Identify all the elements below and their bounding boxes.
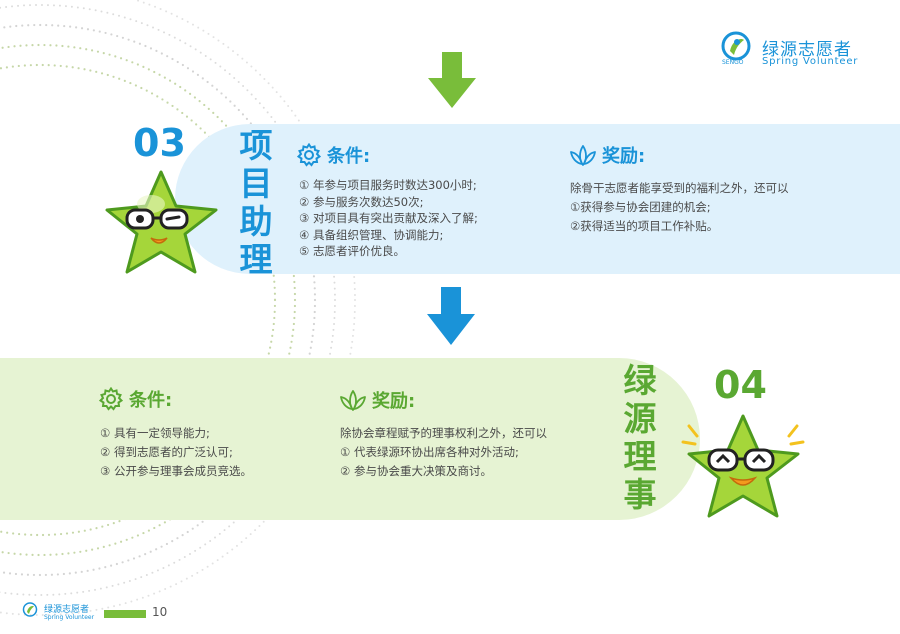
list-item: ③ 对项目具有突出贡献及深入了解; bbox=[299, 211, 478, 225]
section-04-band bbox=[0, 358, 700, 520]
page-number: 10 bbox=[152, 605, 168, 619]
leaf-icon bbox=[340, 390, 366, 411]
section-04-conditions-list: ① 具有一定领导能力; ② 得到志愿者的广泛认可; ③ 公开参与理事会成员竞选。 bbox=[100, 424, 252, 481]
section-03-number: 03 bbox=[133, 121, 186, 165]
leaf-icon bbox=[570, 145, 596, 166]
section-03-title: 项 目 助 理 bbox=[239, 126, 273, 279]
list-item: ① 年参与项目服务时数达300小时; bbox=[299, 178, 477, 192]
star-mascot-icon bbox=[105, 170, 218, 274]
brand-name-en: Spring Volunteer bbox=[762, 56, 859, 67]
section-04-conditions-heading: 条件: bbox=[99, 386, 172, 412]
brand-name-cn: 绿源志愿者 bbox=[762, 40, 852, 60]
section-04-rewards-heading: 奖励: bbox=[340, 387, 415, 413]
footer-brand-en: Spring Volunteer bbox=[44, 614, 95, 621]
list-item: ① 具有一定领导能力; bbox=[100, 426, 210, 440]
list-item: ②获得适当的项目工作补贴。 bbox=[570, 219, 719, 233]
header-logo: SENGO 绿源志愿者 Spring Volunteer bbox=[720, 31, 880, 71]
section-03-rewards-list: 除骨干志愿者能享受到的福利之外，还可以 ①获得参与协会团建的机会; ②获得适当的… bbox=[570, 179, 789, 236]
list-item: ④ 具备组织管理、协调能力; bbox=[299, 227, 444, 242]
list-item: ② 参与协会重大决策及商讨。 bbox=[340, 464, 492, 478]
green-down-arrow-icon bbox=[428, 52, 476, 108]
rewards-heading-text: 奖励: bbox=[602, 146, 646, 167]
conditions-heading-text: 条件: bbox=[327, 146, 371, 167]
blue-down-arrow-icon bbox=[427, 287, 475, 345]
footer-bar bbox=[104, 610, 146, 618]
list-item: ② 得到志愿者的广泛认可; bbox=[100, 445, 233, 459]
rewards-heading-text: 奖励: bbox=[372, 391, 416, 412]
conditions-heading-text: 条件: bbox=[129, 390, 173, 411]
section-03-conditions-heading: 条件: bbox=[297, 142, 370, 168]
section-03-band bbox=[175, 124, 900, 274]
section-04-rewards-list: 除协会章程赋予的理事权利之外，还可以 ① 代表绿源环协出席各种对外活动; ② 参… bbox=[340, 424, 547, 481]
sengo-logo-icon bbox=[721, 31, 751, 61]
list-item: ⑤ 志愿者评价优良。 bbox=[299, 244, 405, 258]
list-item: ①获得参与协会团建的机会; bbox=[570, 200, 711, 214]
list-item: 除协会章程赋予的理事权利之外，还可以 bbox=[340, 426, 547, 440]
gear-icon bbox=[297, 143, 321, 167]
footer-brand-cn: 绿源志愿者 bbox=[44, 605, 90, 615]
section-03-conditions-list: ① 年参与项目服务时数达300小时; ② 参与服务次数达50次; ③ 对项目具有… bbox=[299, 177, 478, 260]
logo-subtext: SENGO bbox=[722, 59, 744, 66]
list-item: ② 参与服务次数达50次; bbox=[299, 194, 424, 209]
section-04-title: 绿 源 理 事 bbox=[623, 361, 657, 514]
star-mascot-icon bbox=[681, 414, 805, 518]
footer-logo: 绿源志愿者 Spring Volunteer bbox=[22, 600, 102, 624]
list-item: ③ 公开参与理事会成员竞选。 bbox=[100, 464, 252, 478]
gear-icon bbox=[99, 387, 123, 411]
list-item: ① 代表绿源环协出席各种对外活动; bbox=[340, 445, 519, 459]
list-item: 除骨干志愿者能享受到的福利之外，还可以 bbox=[570, 181, 789, 195]
section-04-number: 04 bbox=[714, 363, 767, 407]
sengo-logo-icon bbox=[22, 602, 38, 617]
section-03-rewards-heading: 奖励: bbox=[570, 142, 645, 168]
